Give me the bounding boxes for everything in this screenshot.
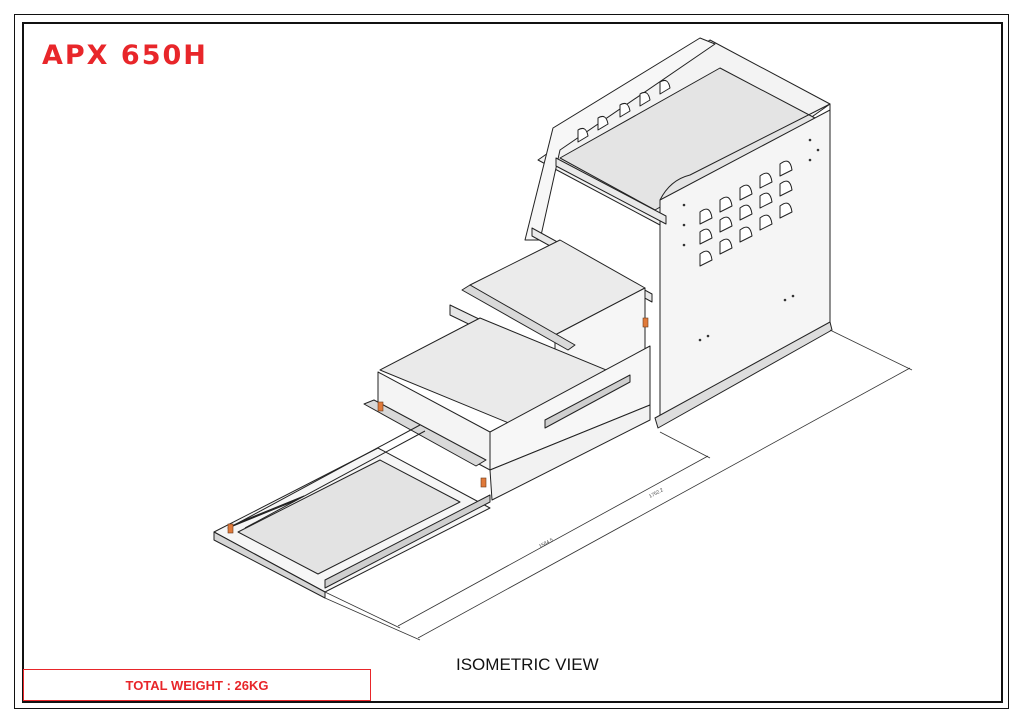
front-cutout [699,228,713,245]
latch-marker [227,523,234,534]
view-label: ISOMETRIC VIEW [456,655,599,674]
dim-label-1: 1584.5 [538,537,555,550]
front-cutout [739,184,753,201]
left-cutout [619,103,631,118]
dim-extension-line [659,431,711,459]
lower-tray-floor [237,459,461,575]
front-cutout [719,196,733,213]
front-cutout [759,192,773,209]
outer-border [14,14,1009,709]
front-cutout [719,238,733,255]
lower-tray-arm [244,430,426,529]
weight-label: TOTAL WEIGHT : 26KG [125,677,269,693]
front-cutout [739,204,753,221]
front-panel-edge [659,103,831,201]
left-cutout [577,128,589,143]
middle-drawer-handle [363,399,487,467]
shelf-rail-upper [555,157,667,225]
front-cutout [759,214,773,231]
upper-drawer-handle [461,284,576,351]
page-title: APX 650H [42,40,208,71]
dim-extension-line [324,597,421,641]
latch-marker [642,317,649,328]
weight-box: TOTAL WEIGHT : 26KG [23,669,371,701]
front-cutout [779,202,793,219]
front-cutout [779,160,793,177]
left-cutout [639,92,651,107]
dim-line-2 [417,367,911,639]
left-cutout [597,116,609,131]
front-cutout [759,172,773,189]
dim-line-1 [397,455,709,627]
lower-drawer-body [489,404,651,501]
inner-border [22,22,1003,703]
middle-slide-rail [544,374,631,429]
front-cutout [779,180,793,197]
front-cutout [719,216,733,233]
latch-marker [377,401,384,412]
dim-extension-line [829,329,913,371]
lower-tray-arm [239,424,421,523]
latch-marker [480,477,487,488]
cabinet-base [654,321,833,429]
left-cutout [659,80,671,95]
front-cutout [739,226,753,243]
dim-extension-line [324,591,401,629]
dim-label-2: 1752.2 [648,487,665,500]
front-cutout [699,250,713,267]
lower-slide-rail [324,494,491,589]
front-cutout [699,208,713,225]
